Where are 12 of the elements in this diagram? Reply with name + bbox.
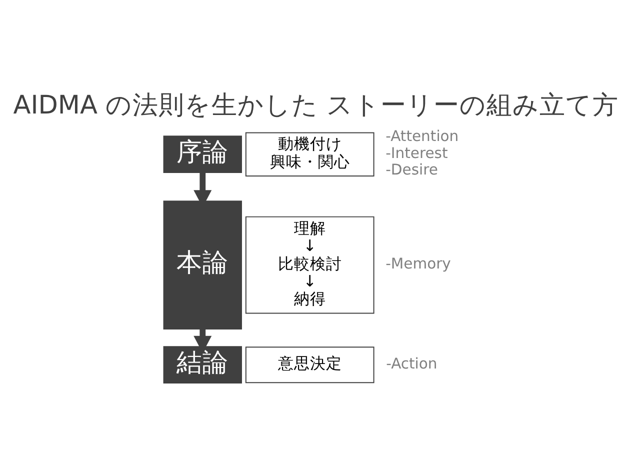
diagram-title: AIDMA の法則を生かした ストーリーの組み立て方 xyxy=(13,90,619,120)
node-label: -Action xyxy=(386,354,438,372)
node-box: 結論 xyxy=(163,346,242,384)
node-label: -Memory xyxy=(386,254,451,272)
node-label: -Attention xyxy=(386,128,459,145)
node-box: 本論 xyxy=(163,200,242,329)
node-box: 序論 xyxy=(163,135,242,173)
node-box: 理解 ↓ 比較検討 ↓ 納得 xyxy=(245,216,374,314)
node-label: -Interest xyxy=(386,144,448,162)
node-label: -Desire xyxy=(386,161,438,178)
node-box: 動機付け 興味・関心 xyxy=(245,132,374,176)
node-box: 意思決定 xyxy=(245,346,374,383)
